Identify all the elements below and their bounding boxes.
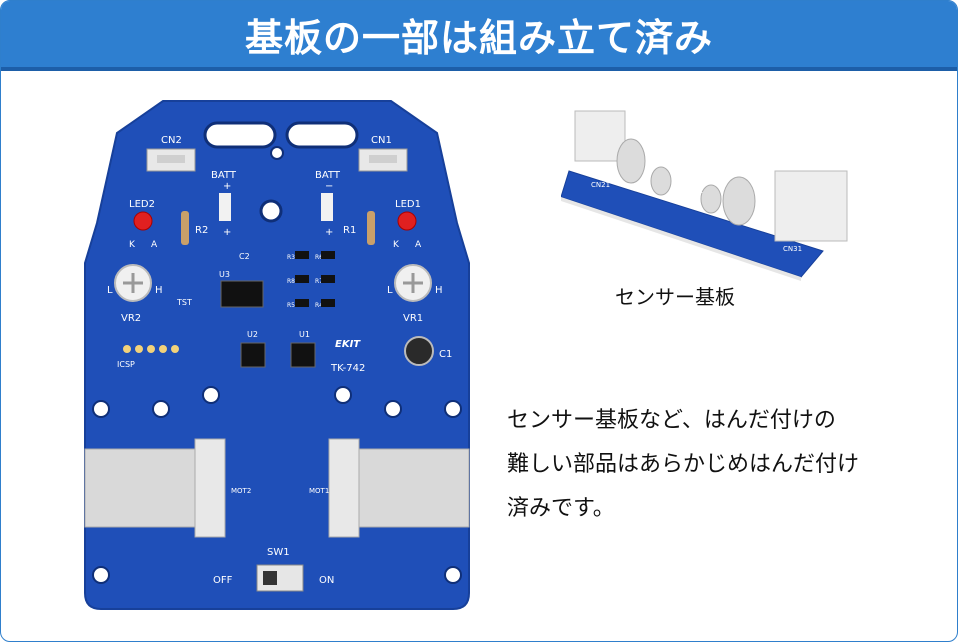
label-u2: U2 bbox=[247, 330, 258, 339]
label-c2: C2 bbox=[239, 252, 250, 261]
label-on: ON bbox=[319, 575, 334, 586]
description-line: センサー基板など、はんだ付けの bbox=[507, 408, 836, 433]
label-cn1: CN1 bbox=[371, 135, 392, 146]
label-sensor-cn-right: CN31 bbox=[783, 245, 802, 253]
label-minus-top-right: − bbox=[325, 181, 333, 192]
label-led1: LED1 bbox=[395, 199, 421, 210]
sensor-connector-left bbox=[574, 110, 626, 162]
label-r2: R2 bbox=[195, 225, 208, 236]
label-batt-right: BATT bbox=[315, 170, 341, 181]
sensor-leds bbox=[616, 138, 756, 226]
main-board-svg: CN2 CN1 BATT + + BATT − + LED2 K A LED1 … bbox=[84, 100, 470, 610]
label-plus-top-left: + bbox=[223, 181, 231, 192]
label-vr2: VR2 bbox=[121, 313, 141, 324]
label-u1: U1 bbox=[299, 330, 310, 339]
label-sw1: SW1 bbox=[267, 547, 290, 558]
label-a-left: A bbox=[151, 240, 158, 250]
led2 bbox=[133, 211, 153, 231]
chip-u2 bbox=[240, 342, 266, 368]
label-a-right: A bbox=[415, 240, 422, 250]
label-r3: R3 bbox=[287, 254, 295, 261]
description-line: 難しい部品はあらかじめはんだ付け bbox=[507, 452, 860, 477]
label-k-left: K bbox=[129, 240, 136, 250]
label-off: OFF bbox=[213, 575, 233, 586]
batt-pad-left bbox=[219, 193, 231, 221]
resistor-r2 bbox=[181, 211, 189, 245]
sensor-connector-right bbox=[774, 170, 848, 242]
label-mot1: MOT1 bbox=[309, 487, 329, 495]
label-h-right: H bbox=[435, 285, 443, 296]
label-tst: TST bbox=[176, 298, 192, 307]
label-sensor-ptr: PTR22 bbox=[681, 187, 703, 195]
power-switch bbox=[256, 564, 304, 592]
capacitor-c1 bbox=[404, 336, 434, 366]
motor-left-body bbox=[84, 448, 196, 528]
label-u3: U3 bbox=[219, 270, 230, 279]
batt-pad-right bbox=[321, 193, 333, 221]
label-c1: C1 bbox=[439, 349, 452, 360]
page-title: 基板の一部は組み立て済み bbox=[244, 15, 713, 60]
led1 bbox=[397, 211, 417, 231]
label-k-right: K bbox=[393, 240, 400, 250]
label-r6: R6 bbox=[315, 254, 323, 261]
smd-resistor-array bbox=[295, 251, 335, 307]
screw-hole bbox=[259, 199, 283, 223]
label-l-right: L bbox=[387, 285, 393, 296]
mount-slot-right bbox=[285, 121, 359, 149]
description-text: センサー基板など、はんだ付けの 難しい部品はあらかじめはんだ付け 済みです。 bbox=[507, 399, 937, 531]
sensor-caption: センサー基板 bbox=[615, 285, 735, 309]
trimmer-slot bbox=[403, 273, 423, 293]
label-h-left: H bbox=[155, 285, 163, 296]
connector-pins bbox=[157, 155, 185, 163]
label-cn2: CN2 bbox=[161, 135, 182, 146]
label-model: TK-742 bbox=[330, 363, 365, 374]
sensor-board-svg: CN21 PTR22 CN31 bbox=[560, 110, 848, 281]
main-board-illustration: CN2 CN1 BATT + + BATT − + LED2 K A LED1 … bbox=[77, 93, 477, 629]
sensor-pcb-edge bbox=[561, 197, 801, 281]
label-sensor-cn-left: CN21 bbox=[591, 181, 610, 189]
label-r7: R7 bbox=[315, 278, 323, 285]
label-icsp: ICSP bbox=[117, 360, 135, 369]
label-r1: R1 bbox=[343, 225, 356, 236]
label-r5: R5 bbox=[287, 302, 295, 309]
chip-u3 bbox=[220, 280, 264, 308]
label-r4: R4 bbox=[315, 302, 323, 309]
label-l-left: L bbox=[107, 285, 113, 296]
trimmer-slot bbox=[123, 273, 143, 293]
label-vr1: VR1 bbox=[403, 313, 423, 324]
icsp-pads bbox=[123, 345, 179, 353]
header-banner: 基板の一部は組み立て済み bbox=[1, 1, 957, 71]
mount-holes bbox=[92, 386, 462, 584]
mount-slot-left bbox=[203, 121, 277, 149]
label-led2: LED2 bbox=[129, 199, 155, 210]
brand-logo: EKIT bbox=[335, 339, 361, 350]
label-mot2: MOT2 bbox=[231, 487, 251, 495]
screw-hole bbox=[270, 146, 284, 160]
motor-right-body bbox=[358, 448, 470, 528]
resistor-r1 bbox=[367, 211, 375, 245]
motor-right-mount bbox=[328, 438, 360, 538]
chip-u1 bbox=[290, 342, 316, 368]
connector-pins bbox=[369, 155, 397, 163]
label-plus-bottom-left: + bbox=[223, 227, 231, 238]
switch-knob bbox=[263, 571, 277, 585]
label-r8: R8 bbox=[287, 278, 295, 285]
sensor-board-illustration: CN21 PTR22 CN31 bbox=[560, 101, 861, 281]
motor-left-mount bbox=[194, 438, 226, 538]
description-line: 済みです。 bbox=[507, 496, 615, 521]
label-plus-bottom-right: + bbox=[325, 227, 333, 238]
label-batt-left: BATT bbox=[211, 170, 237, 181]
